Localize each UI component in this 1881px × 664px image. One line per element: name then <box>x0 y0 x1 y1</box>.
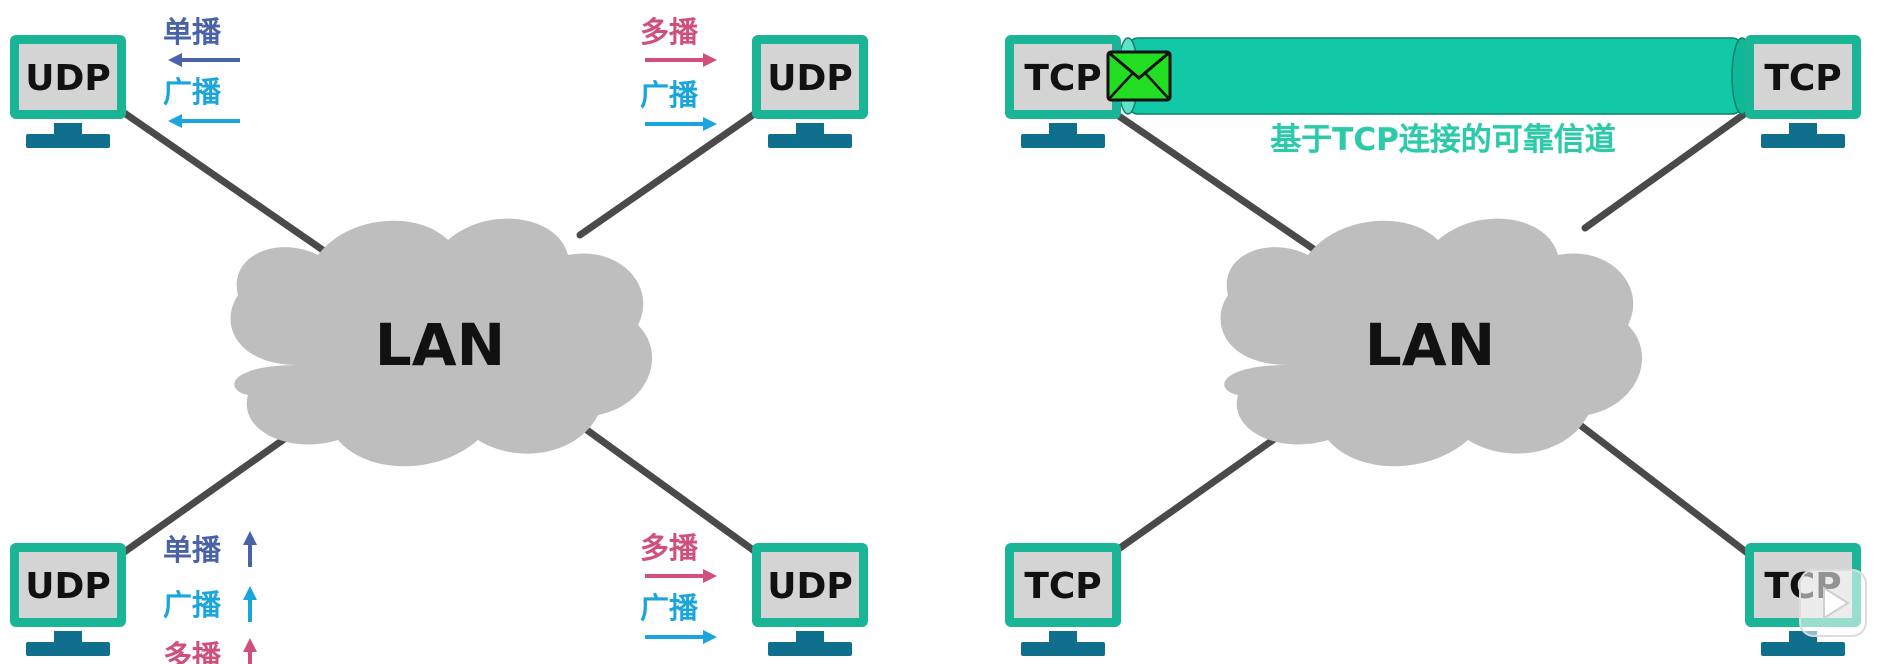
tcp-reliable-tunnel <box>1117 37 1753 115</box>
udp-host-label: UDP <box>25 58 111 99</box>
udp-tags-bottom-left: 单播 广播 多播 <box>163 531 257 664</box>
arrow-right-icon <box>645 117 717 131</box>
udp-host-top-right: UDP <box>752 35 868 148</box>
udp-link-top-left <box>116 106 334 259</box>
tcp-tunnel-label: 基于TCP连接的可靠信道 <box>1270 122 1616 158</box>
udp-tags-top-right: 多播 广播 <box>640 15 717 131</box>
envelope-icon <box>1106 50 1172 102</box>
tcp-host-label: TCP <box>1024 566 1101 607</box>
udp-link-bottom-right <box>576 421 764 559</box>
tcp-host-bottom-left: TCP <box>1005 543 1121 656</box>
tcp-host-label: TCP <box>1764 58 1841 99</box>
udp-tags-top-left: 单播 广播 <box>163 15 240 128</box>
tag-multicast: 多播 <box>640 15 699 49</box>
udp-lan-label: LAN <box>375 311 505 379</box>
tcp-panel: LAN TCP TCP TCP TCP <box>1005 35 1861 656</box>
udp-host-bottom-left: UDP <box>10 543 126 656</box>
udp-link-top-right <box>576 106 764 239</box>
tcp-host-top-right: TCP <box>1745 35 1861 148</box>
udp-host-label: UDP <box>25 566 111 607</box>
tcp-link-bottom-right <box>1576 421 1754 559</box>
arrow-right-icon <box>645 630 717 644</box>
tag-multicast: 多播 <box>640 531 699 565</box>
tcp-link-bottom-left <box>1106 431 1284 559</box>
arrow-right-icon <box>645 569 717 583</box>
tcp-link-top-right <box>1581 106 1754 232</box>
arrow-right-icon <box>645 53 717 67</box>
tcp-link-top-left <box>1106 106 1319 254</box>
tag-broadcast: 广播 <box>640 78 699 112</box>
udp-lan-cloud: LAN <box>230 218 653 467</box>
tag-broadcast: 广播 <box>640 591 699 625</box>
tcp-host-label: TCP <box>1024 58 1101 99</box>
arrow-left-icon <box>168 114 240 128</box>
tag-unicast: 单播 <box>163 533 222 567</box>
tag-broadcast: 广播 <box>163 75 222 109</box>
tcp-lan-label: LAN <box>1365 311 1495 379</box>
tcp-lan-cloud: LAN <box>1220 218 1643 467</box>
tag-unicast: 单播 <box>163 15 222 49</box>
arrow-up-icon <box>243 531 257 567</box>
udp-tags-bottom-right: 多播 广播 <box>640 531 717 644</box>
udp-link-bottom-left <box>116 431 294 559</box>
arrow-up-icon <box>243 586 257 622</box>
udp-links <box>116 106 764 559</box>
arrow-left-icon <box>168 53 240 67</box>
play-icon[interactable] <box>1799 569 1867 637</box>
tcp-host-top-left: TCP <box>1005 35 1121 148</box>
udp-host-top-left: UDP <box>10 35 126 148</box>
tag-broadcast: 广播 <box>163 588 222 622</box>
udp-panel: LAN UDP UDP UDP UDP 单播 广播 <box>10 15 868 664</box>
arrow-up-icon <box>243 638 257 664</box>
udp-host-label: UDP <box>767 566 853 607</box>
tcp-links <box>1106 106 1754 559</box>
udp-host-label: UDP <box>767 58 853 99</box>
udp-host-bottom-right: UDP <box>752 543 868 656</box>
tag-multicast: 多播 <box>163 639 222 664</box>
